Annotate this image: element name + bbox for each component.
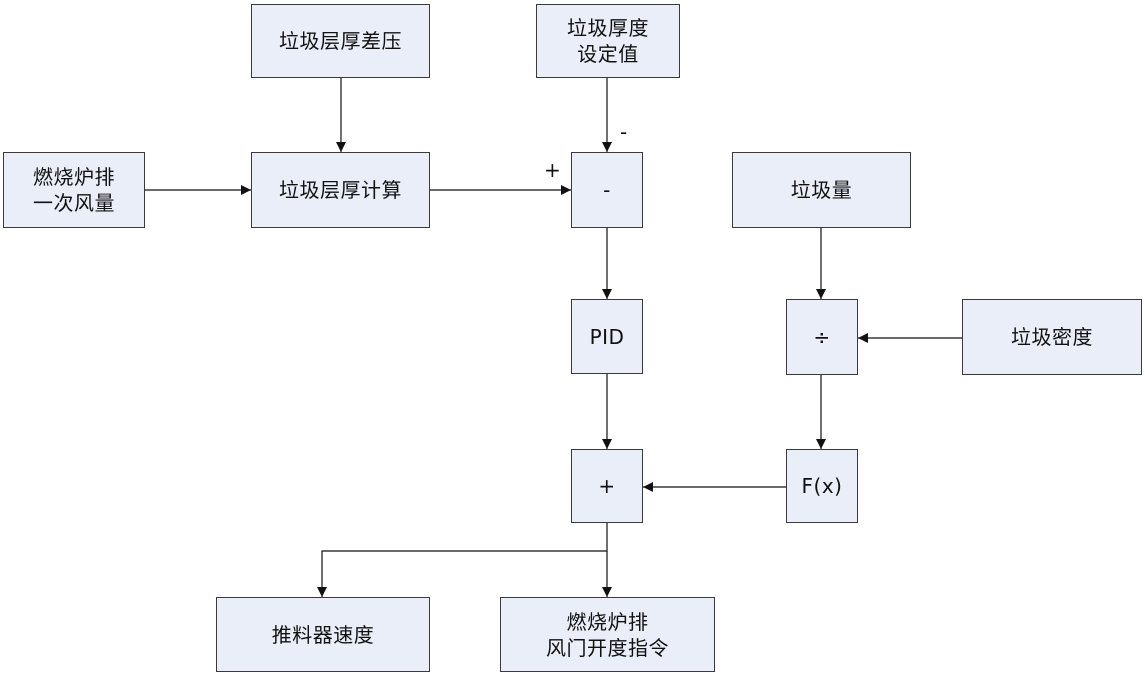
- fx-label: F(x): [801, 474, 843, 498]
- thickness-dp-box: 垃圾层厚差压: [251, 4, 430, 78]
- pid-label: PID: [589, 324, 625, 349]
- thickness-setpoint-label-line2: 设定值: [577, 42, 639, 66]
- thickness-calc-box: 垃圾层厚计算: [251, 152, 430, 228]
- sum-label: +: [598, 474, 616, 498]
- damper-cmd-label-line1: 燃烧炉排: [566, 609, 649, 634]
- fx-box: F(x): [786, 449, 858, 523]
- damper-cmd-box: 燃烧炉排 风门开度指令: [500, 597, 715, 672]
- damper-cmd-label-line2: 风门开度指令: [546, 635, 669, 660]
- feeder-speed-label: 推料器速度: [271, 622, 375, 647]
- primary-air-label-line2: 一次风量: [33, 191, 115, 215]
- primary-air-box: 燃烧炉排 一次风量: [3, 152, 145, 228]
- divide-label: ÷: [813, 325, 831, 349]
- subtract-label: -: [603, 178, 611, 202]
- plus-sign-label: +: [544, 158, 561, 182]
- edge-sum-to-feeder: [317, 550, 607, 597]
- garbage-amount-label: 垃圾量: [790, 178, 853, 202]
- sum-box: +: [571, 449, 643, 523]
- subtract-box: -: [571, 152, 643, 228]
- garbage-density-box: 垃圾密度: [962, 299, 1142, 375]
- thickness-calc-label: 垃圾层厚计算: [279, 178, 402, 202]
- garbage-density-label: 垃圾密度: [1011, 325, 1093, 349]
- pid-box: PID: [571, 299, 643, 374]
- divide-box: ÷: [786, 299, 858, 375]
- garbage-amount-box: 垃圾量: [732, 152, 911, 228]
- feeder-speed-box: 推料器速度: [216, 597, 430, 672]
- thickness-dp-label: 垃圾层厚差压: [279, 29, 402, 53]
- thickness-setpoint-label-line1: 垃圾厚度: [567, 16, 649, 40]
- minus-sign-label: -: [620, 120, 628, 144]
- primary-air-label-line1: 燃烧炉排: [33, 165, 115, 189]
- thickness-setpoint-box: 垃圾厚度 设定值: [536, 4, 680, 78]
